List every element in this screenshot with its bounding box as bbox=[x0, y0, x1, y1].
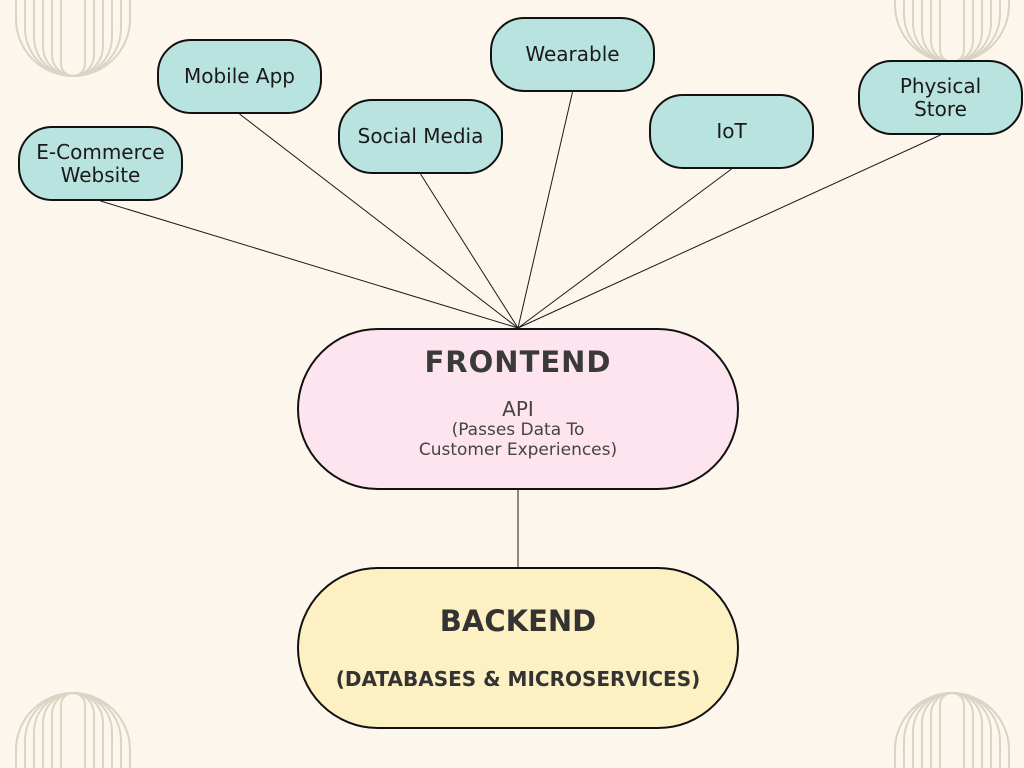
connector-social-media bbox=[420, 173, 519, 329]
channel-wearable-label-line-1: Wearable bbox=[525, 42, 620, 66]
ornament-arc bbox=[15, 692, 131, 768]
channel-physical-store-label-line-1: Physical bbox=[899, 73, 982, 98]
frontend-description-line-1: (Passes Data To bbox=[451, 420, 585, 440]
frontend-title: FRONTEND bbox=[424, 345, 612, 379]
backend-subtitle: (DATABASES & MICROSERVICES) bbox=[335, 667, 701, 691]
ornament-arc bbox=[15, 0, 131, 77]
channel-ecommerce-label-line-1: E-Commerce bbox=[36, 139, 165, 164]
channel-social-media: Social Media bbox=[338, 99, 503, 174]
channel-mobile-app-label-line-1: Mobile App bbox=[183, 64, 296, 88]
channel-iot: IoT bbox=[649, 94, 814, 169]
connector-mobile-app bbox=[239, 113, 519, 329]
frontend-description-line-2: Customer Experiences) bbox=[418, 440, 618, 460]
connector-physical-store bbox=[517, 134, 941, 329]
channel-iot-label-line-1: IoT bbox=[716, 119, 747, 143]
backend-node: BACKEND (DATABASES & MICROSERVICES) bbox=[297, 567, 739, 729]
frontend-node: FRONTEND API (Passes Data To Customer Ex… bbox=[297, 328, 739, 490]
frontend-api-label: API bbox=[502, 397, 534, 421]
connector-wearable bbox=[517, 91, 573, 329]
ornament-arc bbox=[894, 692, 1010, 768]
connector-lines bbox=[100, 91, 941, 567]
channel-ecommerce-label-line-2: Website bbox=[60, 162, 141, 187]
connector-ecommerce bbox=[100, 200, 519, 329]
connector-iot bbox=[517, 168, 732, 329]
channel-physical-store-label-line-2: Store bbox=[914, 96, 967, 121]
channel-social-media-label-line-1: Social Media bbox=[357, 124, 484, 148]
channel-wearable: Wearable bbox=[490, 17, 655, 92]
backend-title: BACKEND bbox=[439, 604, 597, 638]
channel-mobile-app: Mobile App bbox=[157, 39, 322, 114]
